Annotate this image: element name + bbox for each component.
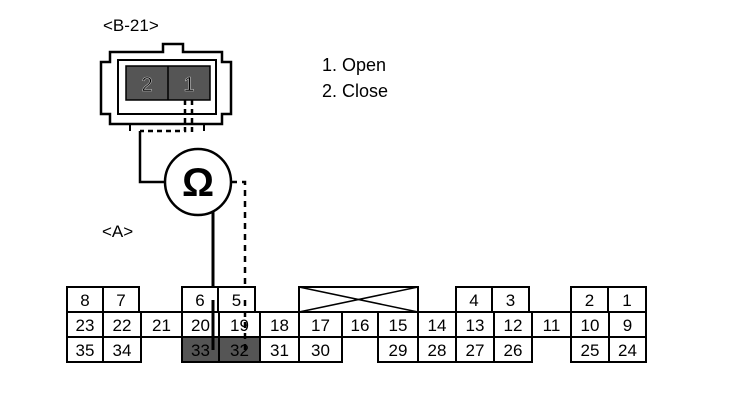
pin-label-1: 1 [622,291,631,310]
step-2-text: 2. Close [322,81,389,101]
pin-cell [102,311,142,338]
pin-label-26: 26 [504,341,523,360]
pin-cell [608,336,647,363]
pin-cell [493,311,533,338]
pin-label-15: 15 [389,316,408,335]
pin-label-24: 24 [618,341,637,360]
pin-label-6: 6 [195,291,204,310]
pin-label-19: 19 [230,316,249,335]
pin-cell [417,336,457,363]
pin-label-27: 27 [466,341,485,360]
pin-label-32: 32 [230,341,249,360]
pin-label-8: 8 [80,291,89,310]
pin-label-23: 23 [76,316,95,335]
pin-label-14: 14 [428,316,447,335]
connector-b21-label: <B-21> [103,16,159,35]
pin-label-30: 30 [311,341,330,360]
pin-cell [298,311,343,338]
ohmmeter: Ω [163,147,233,217]
pin-label-10: 10 [581,316,600,335]
b21-pin-1: 1 [183,74,194,96]
pin-label-35: 35 [76,341,95,360]
pin-label-20: 20 [191,316,210,335]
pin-label-22: 22 [113,316,132,335]
pin-label-28: 28 [428,341,447,360]
pin-label-18: 18 [270,316,289,335]
pin-label-5: 5 [232,291,241,310]
pin-label-13: 13 [466,316,485,335]
pin-label-12: 12 [504,316,523,335]
pin-label-3: 3 [506,291,515,310]
pin-label-11: 11 [543,316,561,335]
pin-cell [377,311,419,338]
pin-label-16: 16 [351,316,370,335]
pin-label-2: 2 [585,291,594,310]
pin-cell [298,336,343,363]
pin-cell [140,311,183,338]
pin-label-33: 33 [191,341,210,360]
pin-label-4: 4 [469,291,478,310]
b21-pin-2: 2 [141,74,152,96]
b21-dashed-leads [140,100,194,133]
lock-tab-cross [298,286,419,313]
pin-cell [341,311,379,338]
pin-cell [102,336,142,363]
connector-a-label: <A> [102,222,134,241]
pin-label-29: 29 [389,341,408,360]
pin-label-25: 25 [581,341,600,360]
pin-label-9: 9 [623,316,632,335]
pin-label-21: 21 [152,316,171,335]
dashed-test-lead [231,180,247,340]
pin-cell [66,336,104,363]
pin-cell [455,311,495,338]
pin-label-34: 34 [113,341,132,360]
connector-b21 [99,42,233,131]
pin-label-17: 17 [311,316,330,335]
pin-cell [493,336,533,363]
ohm-icon: Ω [182,161,214,205]
pin-cell [455,286,493,313]
step-1-text: 1. Open [322,55,387,75]
pin-label-7: 7 [116,291,125,310]
pin-cell [217,286,256,313]
pin-label-31: 31 [270,341,289,360]
